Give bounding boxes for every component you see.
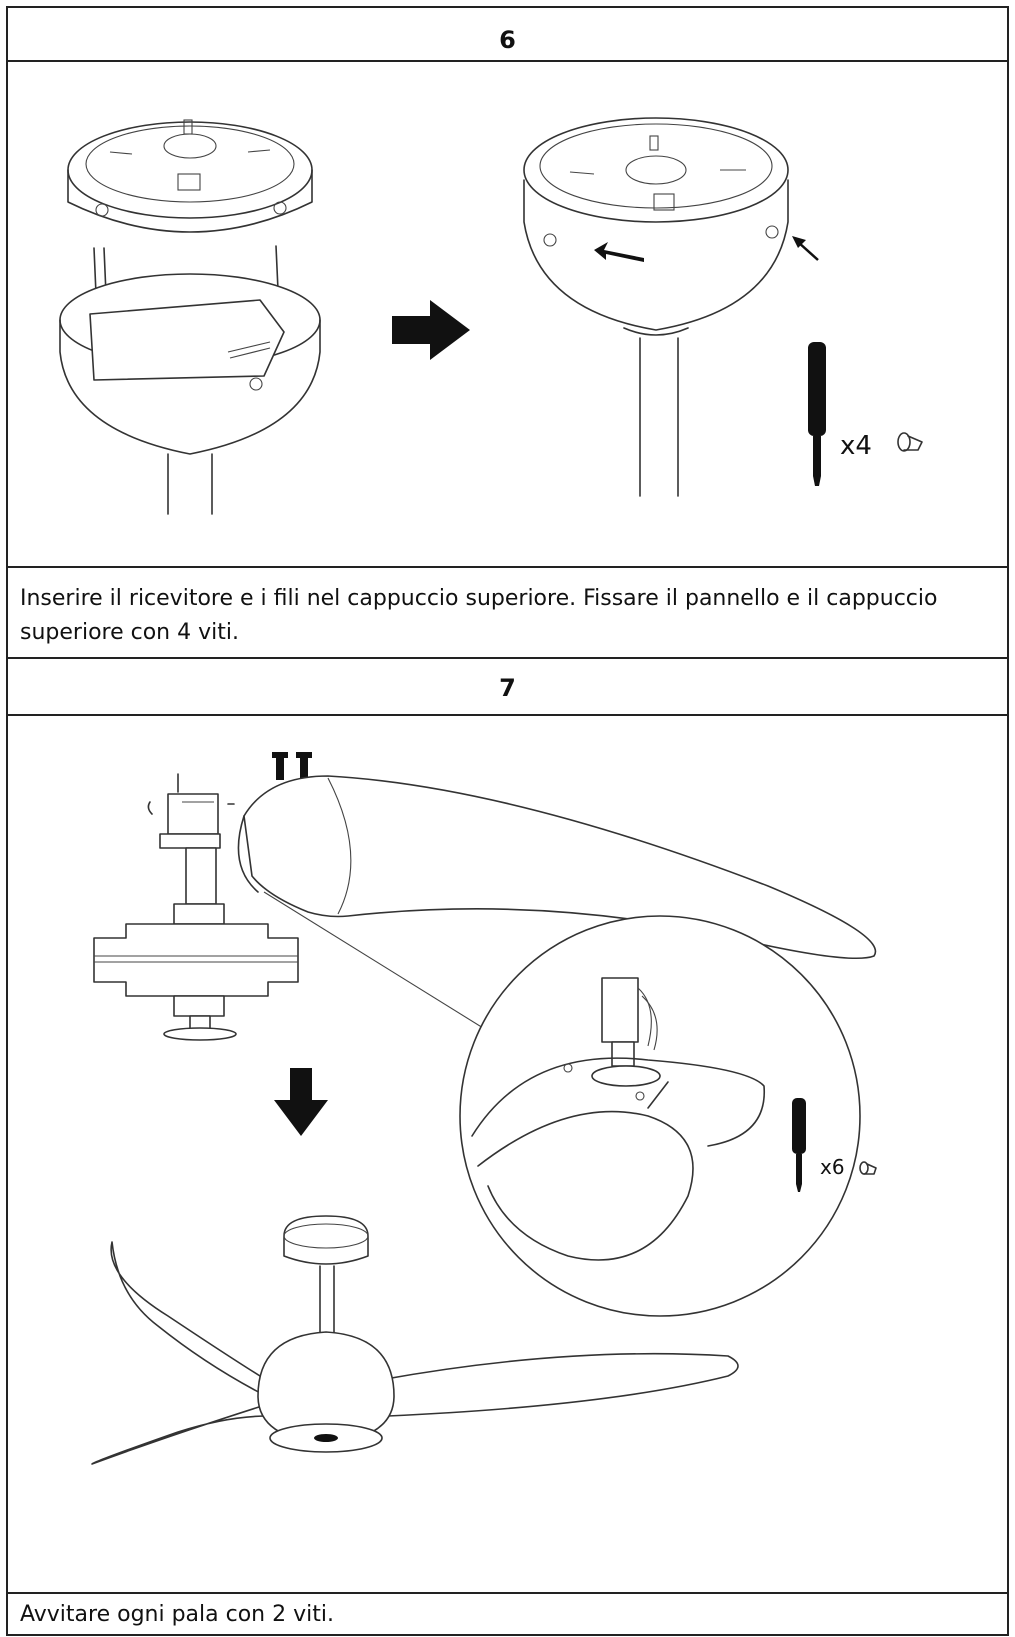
page-frame bbox=[6, 6, 1009, 1636]
divider bbox=[6, 60, 1009, 62]
detail-zoom-icon bbox=[459, 915, 861, 1317]
canopy-assembled-icon bbox=[523, 117, 819, 497]
screwdriver-icon bbox=[808, 342, 826, 486]
arrow-right-icon bbox=[392, 300, 470, 360]
step-6-caption: Inserire il ricevitore e i fili nel capp… bbox=[20, 586, 938, 645]
step-7-illustration: x6 bbox=[91, 752, 877, 1465]
screw-icon bbox=[859, 1161, 877, 1175]
step-7-number: 7 bbox=[499, 674, 516, 702]
divider bbox=[6, 657, 1009, 659]
screw-icon bbox=[897, 432, 923, 452]
step-7-caption: Avvitare ogni pala con 2 viti. bbox=[20, 1602, 334, 1627]
screw-count-label: x4 bbox=[840, 431, 872, 461]
divider bbox=[6, 566, 1009, 568]
bolt-icon bbox=[272, 752, 312, 780]
canopy-icon bbox=[59, 119, 321, 515]
divider bbox=[6, 1592, 1009, 1594]
fan-blade-icon bbox=[237, 775, 877, 960]
screwdriver-icon bbox=[792, 1098, 806, 1192]
motor-housing-icon bbox=[93, 773, 299, 1041]
arrow-down-icon bbox=[274, 1068, 328, 1136]
step-6-illustration: x4 bbox=[59, 117, 923, 515]
ceiling-fan-icon bbox=[91, 1215, 739, 1465]
step-6-number: 6 bbox=[499, 26, 516, 54]
screw-count-label-step7: x6 bbox=[820, 1155, 845, 1179]
divider bbox=[6, 714, 1009, 716]
